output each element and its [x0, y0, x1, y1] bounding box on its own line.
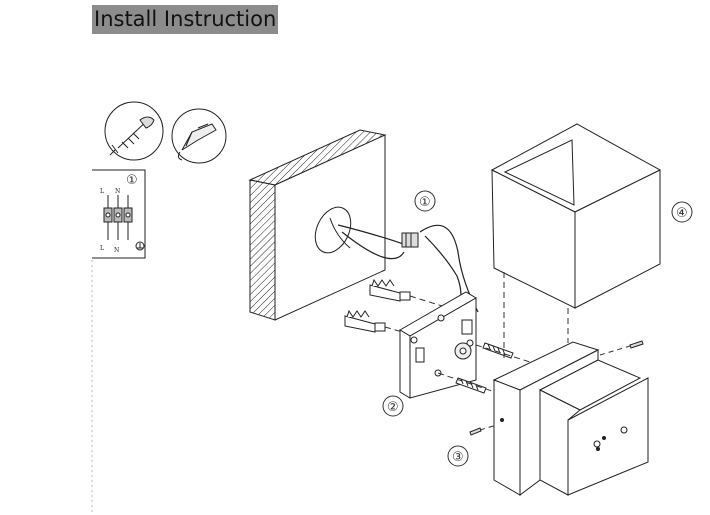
- lamp-shade: [490, 123, 662, 309]
- wall-plug-bottom: [344, 309, 386, 333]
- step-3-callout: ③: [452, 450, 464, 465]
- set-screw-left: [469, 427, 482, 436]
- wall-plug-top: [369, 278, 411, 302]
- mounting-bracket: [399, 291, 477, 399]
- terminal-label-n-bottom: N: [114, 247, 119, 254]
- terminal-label-l: L: [100, 188, 104, 195]
- drill-icon: [104, 101, 164, 161]
- terminal-label-l-bottom: L: [100, 245, 104, 252]
- wire-connector: [401, 232, 419, 248]
- wall: [248, 129, 387, 321]
- set-screw-right: [629, 340, 644, 349]
- terminal-block: ①: [92, 169, 146, 259]
- step-1-callout: ①: [419, 195, 431, 210]
- step-2-callout: ②: [387, 400, 399, 415]
- lamp-body: [492, 341, 649, 496]
- screwdriver-icon: [171, 108, 227, 164]
- page-title: Install Instruction: [92, 5, 279, 34]
- ground-icon: [137, 243, 143, 249]
- step-1-box-callout: ①: [126, 173, 138, 188]
- step-4-callout: ④: [676, 206, 688, 221]
- terminal-label-n: N: [115, 188, 120, 195]
